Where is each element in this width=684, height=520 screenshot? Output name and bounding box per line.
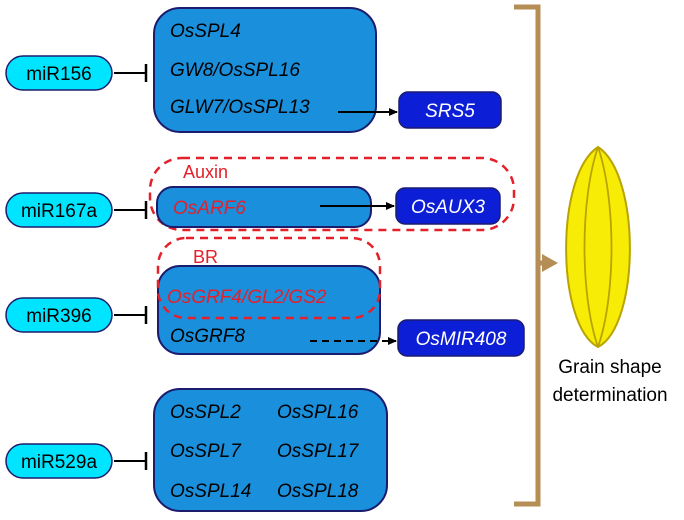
summary-bracket	[514, 4, 541, 507]
rice-grain-icon	[565, 145, 631, 349]
auxin-dashed-region	[148, 156, 516, 232]
mir396-pill	[5, 297, 113, 333]
mir156-pill	[5, 55, 113, 91]
mir167a-label: miR167a	[21, 201, 97, 222]
mir529a-target-box	[153, 388, 388, 512]
target-osarf6: OsARF6	[173, 198, 246, 219]
mir529a-pill	[5, 443, 113, 479]
target-osspl2: OsSPL2	[170, 402, 241, 423]
auxin-label: Auxin	[183, 162, 228, 182]
mir156-label: miR156	[26, 64, 91, 85]
srs5-box	[398, 91, 502, 129]
osmir408-box	[397, 319, 525, 357]
target-osspl18: OsSPL18	[277, 481, 359, 502]
mir396-label: miR396	[26, 306, 91, 327]
osmir408-label: OsMIR408	[416, 329, 507, 350]
target-osspl16-b: OsSPL16	[277, 402, 359, 423]
mir529a-label: miR529a	[21, 452, 97, 473]
target-osspl14: OsSPL14	[170, 481, 251, 502]
target-osspl4: OsSPL4	[170, 21, 241, 42]
osaux3-label: OsAUX3	[411, 197, 485, 218]
mir156-inhibition	[114, 64, 148, 82]
outcome-line1: Grain shape	[558, 357, 662, 378]
srs5-label: SRS5	[425, 101, 475, 122]
mir529a-inhibition	[114, 452, 148, 470]
target-osspl17: OsSPL17	[277, 441, 360, 462]
mir396-inhibition	[114, 306, 148, 324]
outcome-line2: determination	[552, 385, 667, 406]
mir167a-pill	[5, 192, 113, 228]
osaux3-box	[395, 187, 501, 225]
br-label: BR	[193, 247, 218, 267]
target-gw8-osspl16: GW8/OsSPL16	[170, 60, 300, 81]
mir396-target-box	[157, 265, 381, 355]
target-osgrf8: OsGRF8	[170, 326, 245, 347]
target-osspl7: OsSPL7	[170, 441, 242, 462]
target-osgrf4-gl2-gs2: OsGRF4/GL2/GS2	[167, 287, 327, 308]
target-glw7-osspl13: GLW7/OsSPL13	[170, 97, 310, 118]
mir167a-inhibition	[114, 201, 148, 219]
mir156-target-box	[153, 7, 377, 133]
